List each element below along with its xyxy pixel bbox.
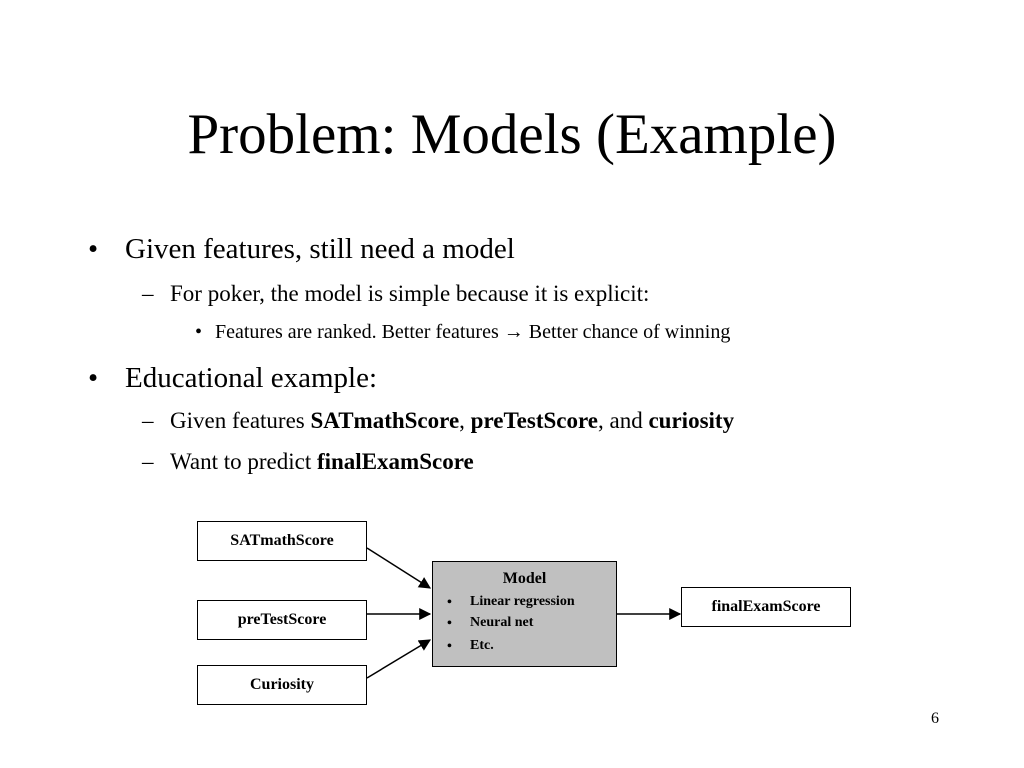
model-title: Model	[502, 570, 547, 587]
bullet-1-text: Given features, still need a model	[125, 233, 515, 265]
right-arrow-icon: →	[503, 321, 524, 343]
arrow-satmathscore-to-model	[366, 547, 432, 589]
bullet-2-sub-1-text: Given features SATmathScore, preTestScor…	[170, 407, 734, 435]
arrow-curiosity-to-model	[366, 639, 432, 679]
model-item-etc: Etc.	[470, 638, 494, 653]
dash-marker: –	[142, 408, 154, 433]
slide-title: Problem: Models (Example)	[187, 103, 837, 166]
model-item-bullet: •	[447, 639, 452, 654]
model-box: Model • Linear regression • Neural net •…	[432, 561, 617, 667]
bullet-1-sub-1-sub-1-text: Features are ranked. Better features → B…	[215, 320, 730, 344]
output-box-finalexamscore: finalExamScore	[681, 587, 851, 627]
given-features-prefix: Given features	[170, 408, 311, 433]
model-item-linear-regression: Linear regression	[470, 594, 575, 609]
predict-prefix: Want to predict	[170, 449, 317, 474]
feature-satmathscore: SATmathScore	[310, 408, 460, 433]
feature-curiosity: curiosity	[648, 408, 735, 433]
bullet-marker: •	[88, 233, 99, 265]
model-item-bullet: •	[447, 616, 452, 631]
bullet-1-sub-1-text: For poker, the model is simple because i…	[170, 281, 650, 306]
input-box-curiosity: Curiosity	[197, 665, 367, 705]
winning-text: Better chance of winning	[528, 321, 731, 343]
target-finalexamscore: finalExamScore	[316, 449, 474, 474]
model-item-bullet: •	[447, 595, 452, 610]
dash-marker: –	[142, 449, 154, 474]
bullet-marker: •	[88, 362, 99, 394]
input-box-satmathscore: SATmathScore	[197, 521, 367, 561]
input-box-pretestscore: preTestScore	[197, 600, 367, 640]
bullet-2-text: Educational example:	[125, 362, 378, 394]
model-item-neural-net: Neural net	[470, 615, 534, 630]
page-number: 6	[931, 710, 939, 727]
bullet-2-sub-2-text: Want to predict finalExamScore	[170, 448, 474, 476]
separator: , and	[598, 408, 649, 433]
separator: ,	[459, 408, 471, 433]
feature-pretestscore: preTestScore	[470, 408, 598, 433]
ranked-text: Features are ranked. Better features	[215, 321, 499, 343]
bullet-marker: •	[195, 321, 203, 343]
dash-marker: –	[142, 281, 154, 306]
